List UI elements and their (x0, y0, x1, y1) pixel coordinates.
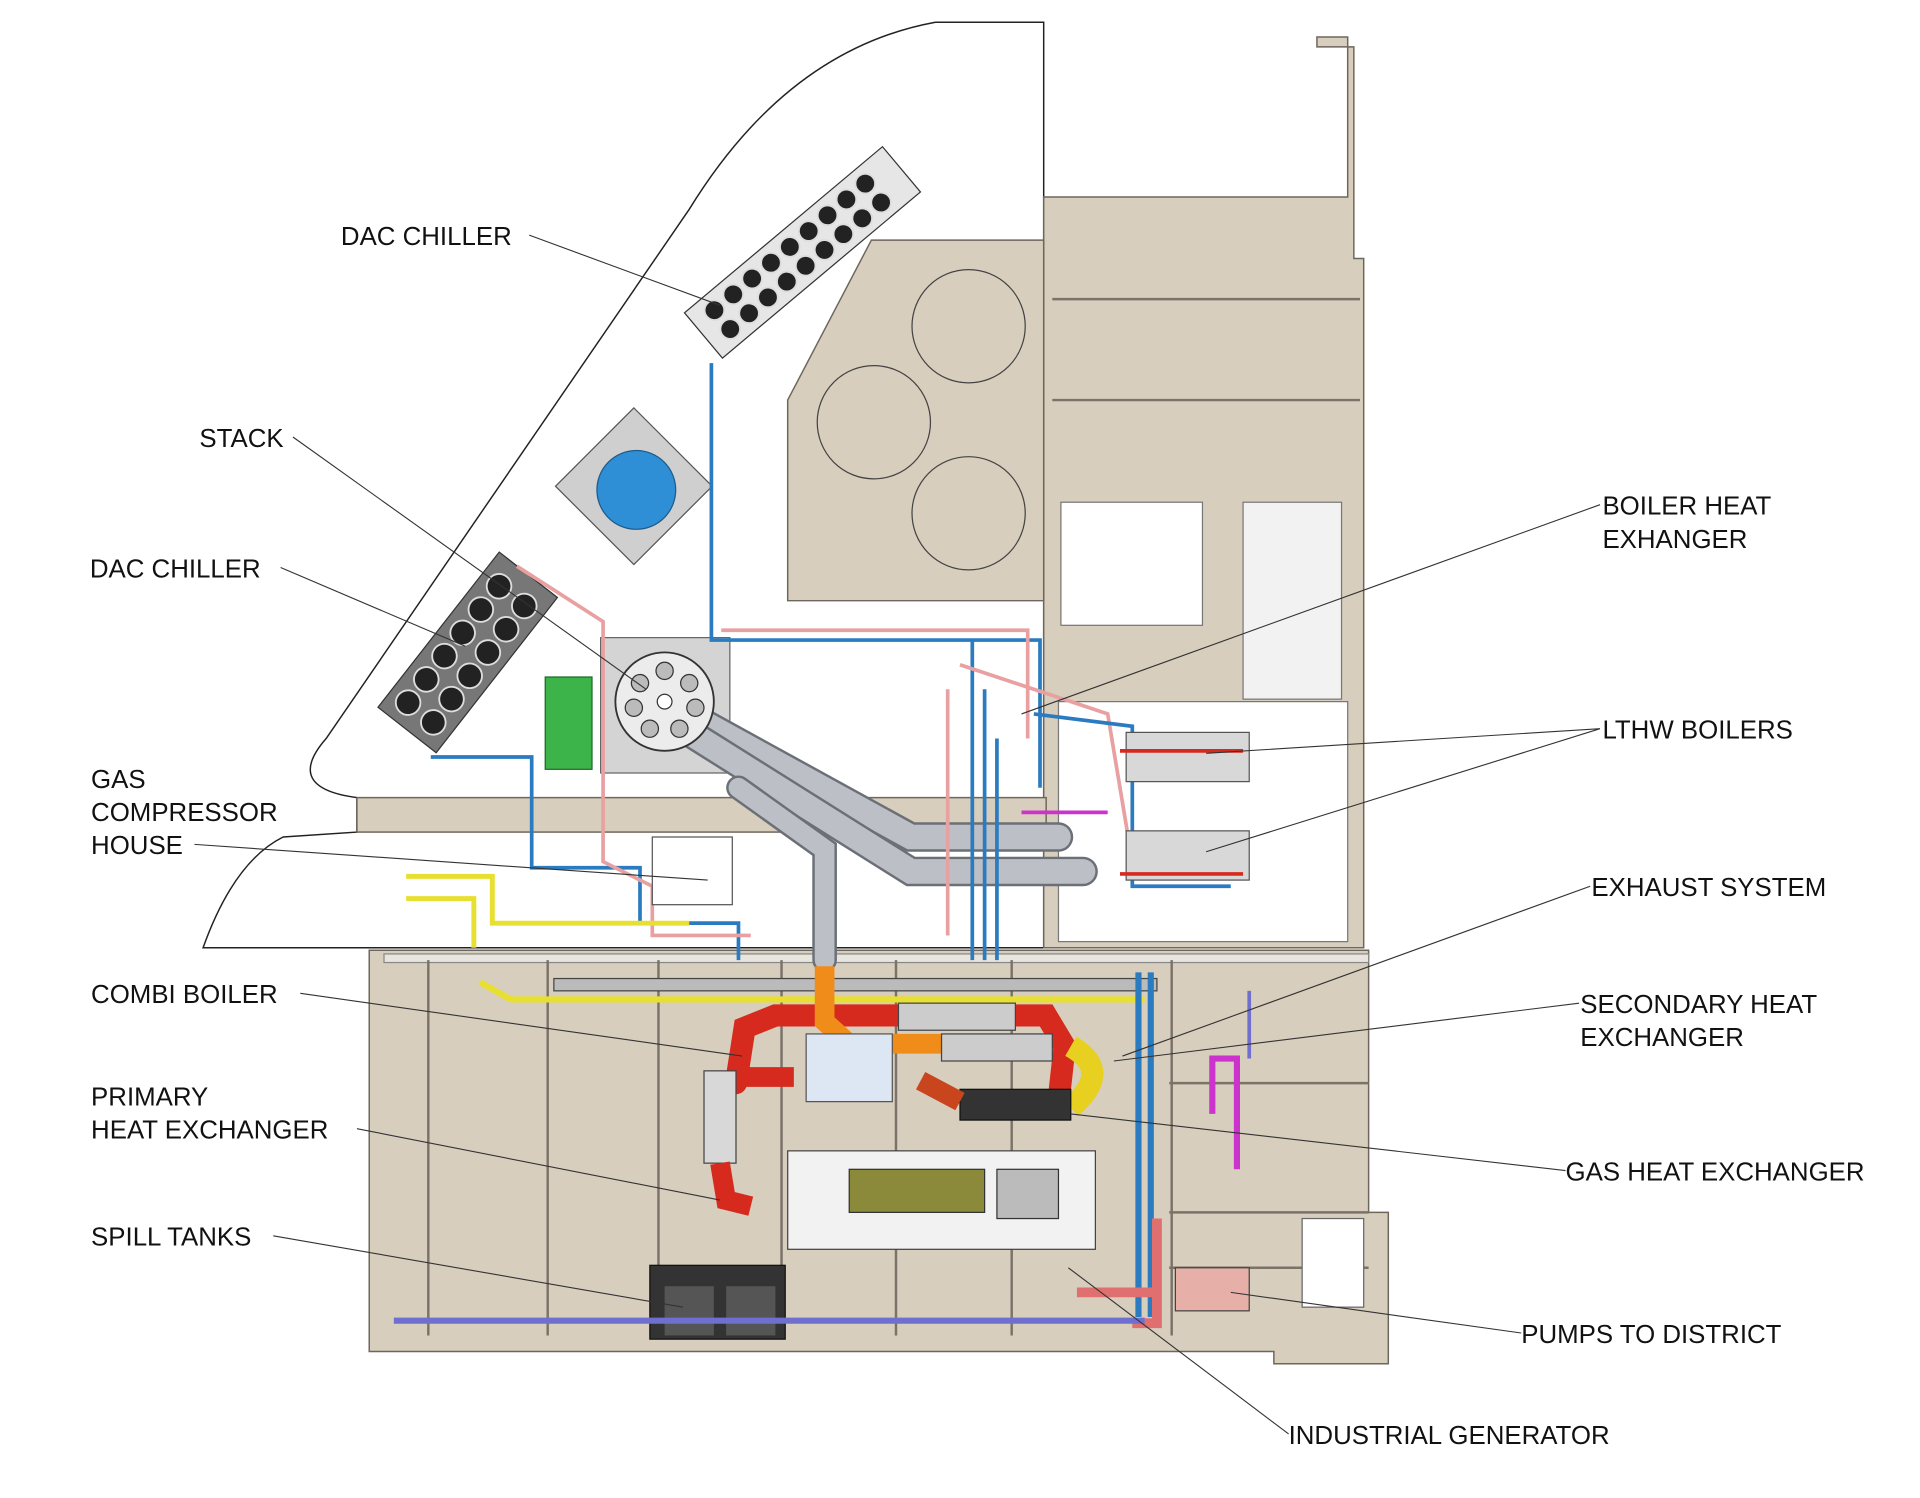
label-industrial-generator: INDUSTRIAL GENERATOR (1289, 1422, 1610, 1450)
label-pumps-to-district: PUMPS TO DISTRICT (1521, 1321, 1781, 1349)
label-combi-boiler: COMBI BOILER (91, 981, 278, 1009)
label-gas-compressor-house-line2: COMPRESSOR (91, 799, 278, 827)
label-dac-chiller-top: DAC CHILLER (341, 223, 512, 251)
storage-tank (911, 269, 1026, 384)
label-gas-compressor-house-line1: GAS (91, 766, 146, 794)
pump-room (1301, 1217, 1365, 1308)
leader-lines (194, 234, 1601, 1435)
label-lthw-boilers: LTHW BOILERS (1602, 717, 1792, 745)
stack (614, 651, 715, 752)
plant-equipment (393, 966, 1252, 1340)
label-exhaust-system: EXHAUST SYSTEM (1591, 874, 1826, 902)
label-gas-compressor-house-line3: HOUSE (91, 832, 183, 860)
boiler-room (1242, 501, 1343, 700)
electrical-panel (544, 676, 593, 770)
label-gas-heat-exchanger: GAS HEAT EXCHANGER (1566, 1158, 1865, 1186)
label-dac-chiller-left: DAC CHILLER (90, 555, 261, 583)
label-stack: STACK (199, 425, 283, 453)
storage-tank (816, 365, 932, 480)
dac-chiller-top (683, 145, 922, 359)
exhaust-ducts (649, 686, 1098, 973)
label-primary-heat-exchanger-line1: PRIMARY (91, 1083, 208, 1111)
tank-yard (786, 239, 1045, 602)
label-spill-tanks: SPILL TANKS (91, 1224, 251, 1252)
label-secondary-heat-exchanger-line2: EXCHANGER (1580, 1024, 1744, 1052)
label-primary-heat-exchanger-line2: HEAT EXCHANGER (91, 1117, 328, 1145)
boiler-room (1060, 501, 1204, 626)
label-secondary-heat-exchanger-line1: SECONDARY HEAT (1580, 991, 1817, 1019)
blue-tank (596, 449, 677, 530)
label-boiler-heat-exchanger-line2: EXHANGER (1602, 526, 1747, 554)
gas-compressor-house (651, 836, 733, 906)
storage-tank (911, 456, 1026, 571)
lthw-boilers (1120, 731, 1250, 881)
label-boiler-heat-exchanger-line1: BOILER HEAT (1602, 493, 1771, 521)
dac-chiller-left (377, 551, 559, 754)
service-pipes (406, 363, 1231, 961)
